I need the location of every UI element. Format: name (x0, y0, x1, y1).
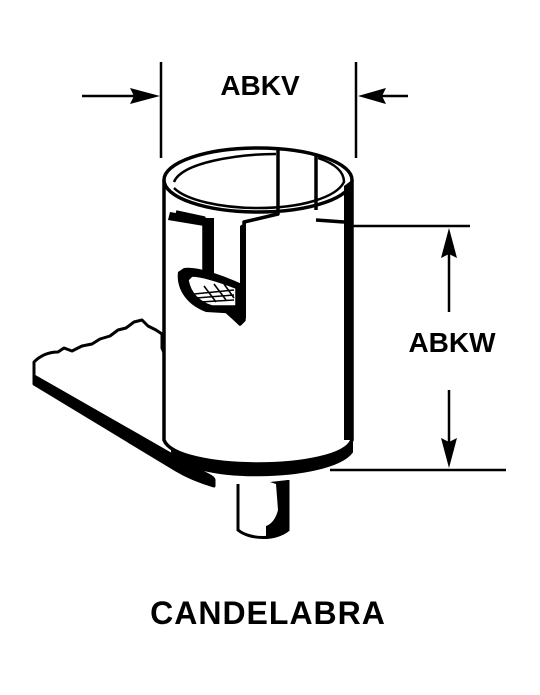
slot-vertical-cut (314, 154, 345, 224)
terminal-stem (236, 480, 290, 539)
diagram-caption: CANDELABRA (150, 595, 386, 631)
contact-window (177, 267, 242, 314)
cylinder-right-shade (344, 180, 352, 440)
height-arrowhead-bottom (441, 438, 457, 468)
slot-top-edge (168, 212, 204, 226)
cylinder-top-rim (162, 146, 354, 214)
width-arrowhead-left (130, 88, 160, 104)
stem-shadow (266, 480, 288, 538)
cylinder-inner-rim (172, 152, 346, 210)
width-arrowhead-right (358, 88, 386, 104)
plate-front-edge (32, 374, 216, 488)
width-dimension-label: ABKV (220, 70, 300, 101)
spring-contact (193, 283, 235, 303)
socket-shell (162, 146, 354, 466)
height-dimension-label: ABKW (408, 327, 496, 358)
width-dimension (82, 62, 408, 158)
height-arrowhead-top (441, 228, 457, 258)
